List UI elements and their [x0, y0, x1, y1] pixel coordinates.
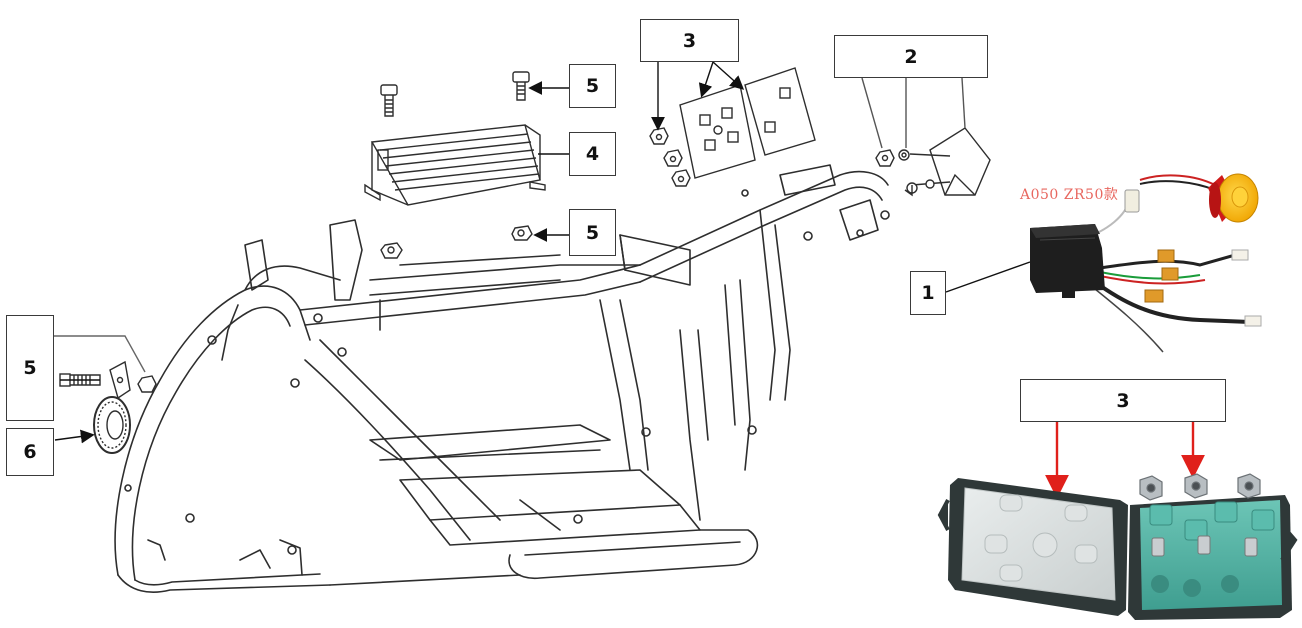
terminal-junction-box-photo [937, 473, 1298, 620]
siren-icon [1208, 173, 1259, 223]
alarm-module-photo [1030, 173, 1262, 353]
callout-6: 6 [6, 428, 54, 476]
controller-box-icon [364, 124, 546, 206]
nut-icon [511, 225, 533, 241]
callout-5-mid: 5 [569, 209, 616, 256]
callout-2: 2 [834, 35, 988, 78]
go-kart-frame-drawing [114, 164, 890, 593]
callout-3-top: 3 [640, 19, 739, 62]
model-label: A050 ZR50款 [1020, 187, 1119, 203]
mount-bracket-drawing [875, 127, 991, 197]
terminal-plate-drawing [679, 67, 816, 179]
bolt-icon [512, 71, 530, 101]
hardware-drawings [59, 67, 991, 454]
callout-3-photo: 3 [1020, 379, 1226, 422]
callout-5-top: 5 [569, 64, 616, 108]
bolt-icon [380, 84, 398, 117]
gear-disc-icon [93, 396, 131, 454]
callout-4: 4 [569, 132, 616, 176]
nut-icon [649, 127, 691, 187]
nut-icon [380, 242, 403, 259]
leader-lines [54, 61, 1205, 499]
callout-1: 1 [910, 271, 946, 315]
callout-5-left: 5 [6, 315, 54, 421]
